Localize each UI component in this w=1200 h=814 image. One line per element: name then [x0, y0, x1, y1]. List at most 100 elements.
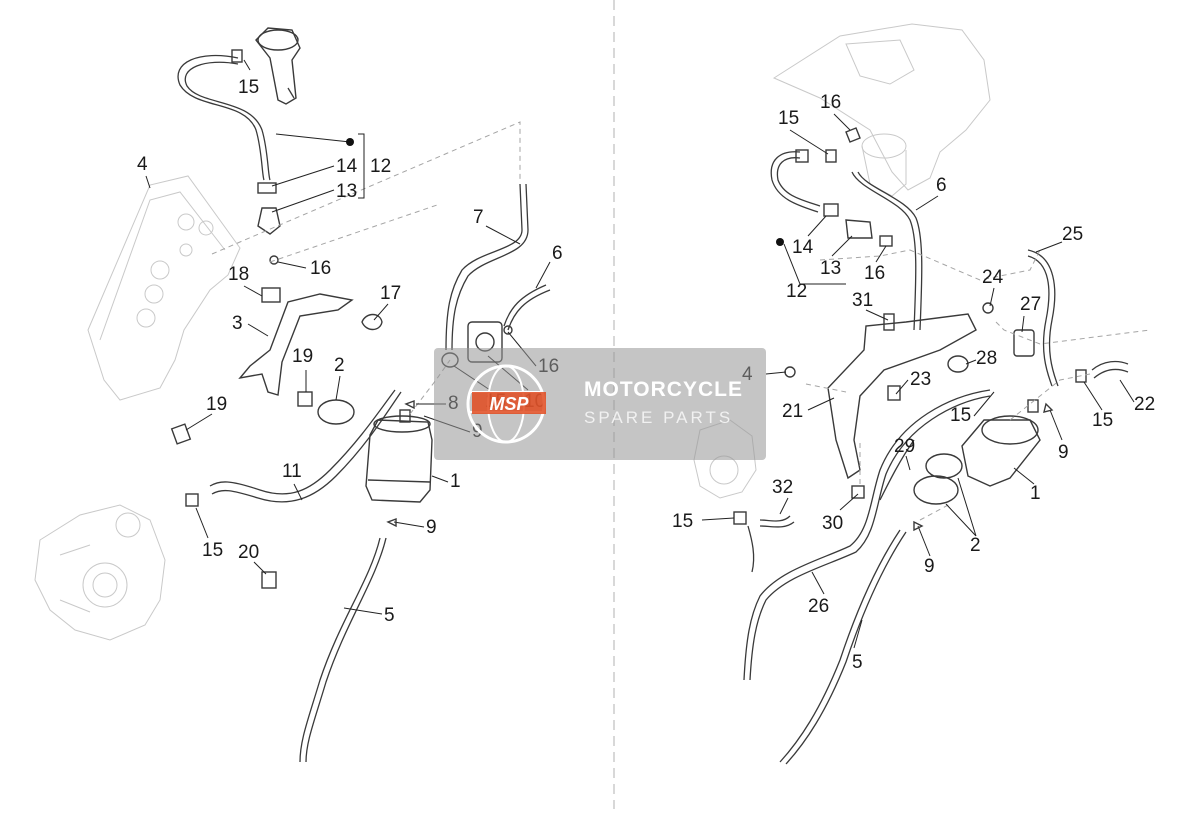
callout-right-12: 12 — [786, 281, 807, 302]
clip-16r2 — [879, 235, 893, 247]
clamp-15r — [825, 149, 837, 163]
callout-right-25: 25 — [1062, 224, 1083, 245]
callout-right-15b: 15 — [950, 405, 971, 426]
fuel-tank-ghost-right — [772, 23, 991, 197]
nut-24 — [982, 302, 994, 314]
callout-left-20: 20 — [238, 542, 259, 563]
callout-right-1: 1 — [1030, 483, 1041, 504]
callout-right-16a: 16 — [820, 92, 841, 113]
callout-left-19a: 19 — [292, 346, 313, 367]
callout-left-4: 4 — [137, 154, 148, 175]
band-2 — [317, 399, 355, 425]
clip-16b — [503, 325, 513, 335]
nut-4r — [784, 366, 796, 378]
callout-left-17: 17 — [380, 283, 401, 304]
clamp-15c — [185, 493, 199, 507]
globe-logo-icon: MSP — [466, 364, 546, 444]
callout-right-31: 31 — [852, 290, 873, 311]
frame-ghost-left — [87, 175, 241, 401]
clip-18 — [261, 287, 281, 303]
callout-right-16b: 16 — [864, 263, 885, 284]
callout-right-23: 23 — [910, 369, 931, 390]
callout-right-32: 32 — [772, 477, 793, 498]
clamp-15r3 — [733, 511, 747, 525]
bracket-21 — [827, 313, 977, 480]
hose-11 — [209, 389, 396, 495]
fitting-20 — [261, 571, 277, 589]
leaders-right — [701, 113, 1135, 649]
callout-right-29: 29 — [894, 436, 915, 457]
callout-right-24: 24 — [982, 267, 1004, 288]
callout-right-28: 28 — [976, 348, 997, 369]
hose-26 — [743, 389, 991, 681]
bracket-3 — [238, 293, 354, 396]
callout-left-11: 11 — [282, 461, 302, 482]
hose-12 — [177, 54, 265, 181]
hose-12r — [770, 151, 819, 213]
hose-22 — [1091, 360, 1129, 371]
callout-right-5: 5 — [852, 652, 863, 673]
clip-16 — [269, 255, 279, 265]
bands-2r — [913, 453, 963, 505]
fitting-30 — [851, 485, 865, 499]
callout-left-6: 6 — [552, 243, 563, 264]
callout-right-2: 2 — [970, 535, 981, 556]
callout-right-14: 14 — [792, 237, 814, 258]
hose-6 — [503, 284, 547, 327]
clip-19a — [170, 423, 192, 445]
watermark: MSP MOTORCYCLE SPARE PARTS — [434, 348, 766, 460]
callout-left-19b: 19 — [206, 394, 227, 415]
canister-1r — [961, 415, 1041, 487]
callout-right-15c: 15 — [1092, 410, 1113, 431]
callout-right-9a: 9 — [1058, 442, 1069, 463]
callout-left-13: 13 — [336, 181, 357, 202]
callout-left-2: 2 — [334, 355, 345, 376]
grommet-28 — [947, 355, 969, 373]
clip-19b — [297, 391, 313, 407]
fitting-14 — [257, 182, 277, 194]
clamp-15r2 — [1075, 369, 1087, 383]
callout-right-13: 13 — [820, 258, 841, 279]
callout-right-15a: 15 — [778, 108, 799, 129]
callouts-right: 16 15 6 14 13 16 12 25 24 27 31 28 4 23 … — [672, 92, 1155, 673]
fitting-23 — [887, 385, 901, 401]
callout-left-16a: 16 — [310, 258, 331, 279]
clip-16r — [845, 127, 861, 143]
callout-left-1: 1 — [450, 471, 461, 492]
callout-left-14: 14 — [336, 156, 358, 177]
fuel-cap-left — [255, 27, 301, 105]
callout-right-6: 6 — [936, 175, 947, 196]
hose-5 — [299, 537, 381, 763]
canister-1 — [365, 409, 433, 503]
valve-13 — [257, 207, 281, 235]
hose-5r — [779, 529, 901, 763]
hose-29 — [879, 439, 915, 501]
engine-ghost-left — [34, 504, 166, 641]
kit-bullet-icon — [346, 138, 354, 146]
callout-right-9b: 9 — [924, 556, 935, 577]
callout-right-26: 26 — [808, 596, 829, 617]
callout-left-9b: 9 — [426, 517, 437, 538]
watermark-title: MOTORCYCLE — [584, 378, 743, 401]
callout-left-15c: 15 — [202, 540, 223, 561]
callout-right-27: 27 — [1020, 294, 1041, 315]
clip-17 — [361, 313, 383, 331]
valve-27 — [1013, 329, 1035, 357]
callout-left-18: 18 — [228, 264, 249, 285]
callout-left-5: 5 — [384, 605, 395, 626]
hose-6r — [851, 171, 917, 331]
clamp-15 — [231, 49, 243, 63]
callout-left-12: 12 — [370, 156, 391, 177]
watermark-logo-text: MSP — [489, 394, 529, 414]
valve-13r — [845, 219, 873, 239]
watermark-subtitle: SPARE PARTS — [584, 408, 734, 427]
callout-left-7: 7 — [473, 207, 484, 228]
hose-25 — [1027, 249, 1059, 387]
hose-7 — [445, 183, 523, 351]
callout-right-21: 21 — [782, 401, 803, 422]
callout-left-15a: 15 — [238, 77, 259, 98]
callout-left-3: 3 — [232, 313, 243, 334]
callout-right-30: 30 — [822, 513, 843, 534]
kit-bullet-icon — [776, 238, 784, 246]
